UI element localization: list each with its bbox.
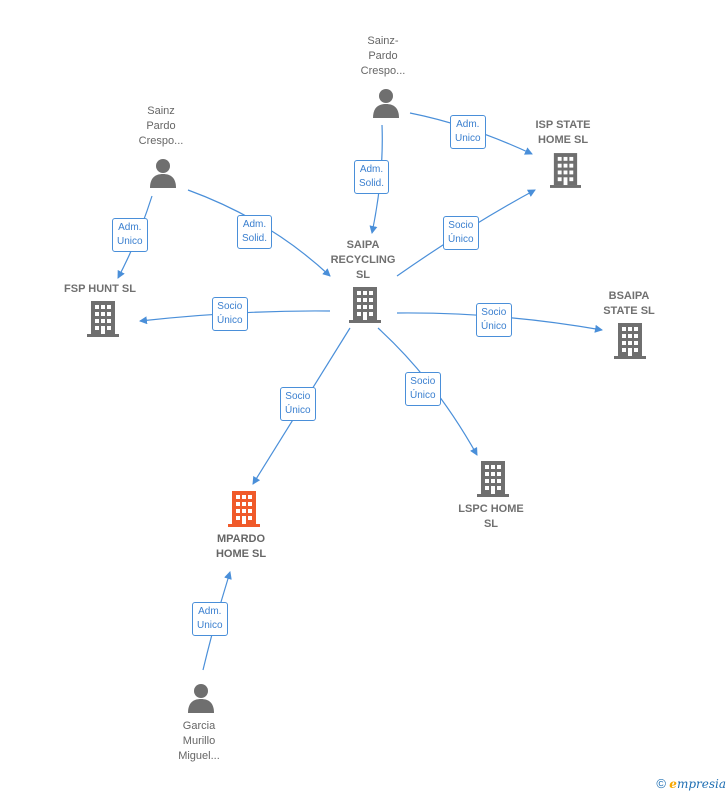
edge-label-adm-unico-isp: Adm. Unico (450, 115, 486, 149)
person-icon-sainz-pardo-left[interactable] (150, 159, 176, 188)
edge-label-socio-fsp: Socio Único (212, 297, 248, 331)
brand-footer: © empresia (656, 776, 726, 791)
edge-label-socio-isp: Socio Único (443, 216, 479, 250)
node-label-garcia[interactable]: Garcia Murillo Miguel... (178, 720, 220, 762)
edge-label-adm-solid-left: Adm. Solid. (237, 215, 273, 249)
node-label-saipa[interactable]: SAIPA RECYCLING SL (330, 239, 396, 281)
node-label-sainz-pardo-left[interactable]: Sainz Pardo Crespo... (138, 105, 184, 147)
edge-label-adm-solid-top: Adm. Solid. (354, 160, 390, 194)
node-label-mpardo[interactable]: MPARDO HOME SL (215, 533, 267, 560)
node-label-bsaipa[interactable]: BSAIPA STATE SL (603, 290, 655, 317)
edge-label-socio-lspc: Socio Único (405, 372, 441, 406)
node-label-fsp-hunt[interactable]: FSP HUNT SL (64, 283, 136, 295)
edge-label-socio-bsaipa: Socio Único (476, 303, 512, 337)
building-icon-saipa[interactable] (349, 287, 381, 323)
edge-label-adm-unico-mpardo: Adm. Unico (192, 602, 228, 636)
node-label-isp-state[interactable]: ISP STATE HOME SL (535, 119, 591, 146)
node-label-lspc[interactable]: LSPC HOME SL (458, 503, 524, 530)
brand-logo: empresia (669, 777, 726, 791)
building-icon-lspc[interactable] (477, 461, 509, 497)
building-icon-bsaipa[interactable] (614, 323, 646, 359)
building-icon-fsp-hunt[interactable] (87, 301, 119, 337)
building-icon-mpardo[interactable] (228, 491, 260, 527)
edge-label-adm-unico-fsp: Adm. Unico (112, 218, 148, 252)
building-icon-isp-state[interactable] (550, 153, 581, 188)
edge-label-socio-mpardo: Socio Único (280, 387, 316, 421)
person-icon-garcia[interactable] (188, 684, 214, 713)
copyright-icon: © (656, 776, 666, 791)
node-label-sainz-pardo-top[interactable]: Sainz- Pardo Crespo... (360, 35, 406, 77)
person-icon-sainz-pardo-top[interactable] (373, 89, 399, 118)
